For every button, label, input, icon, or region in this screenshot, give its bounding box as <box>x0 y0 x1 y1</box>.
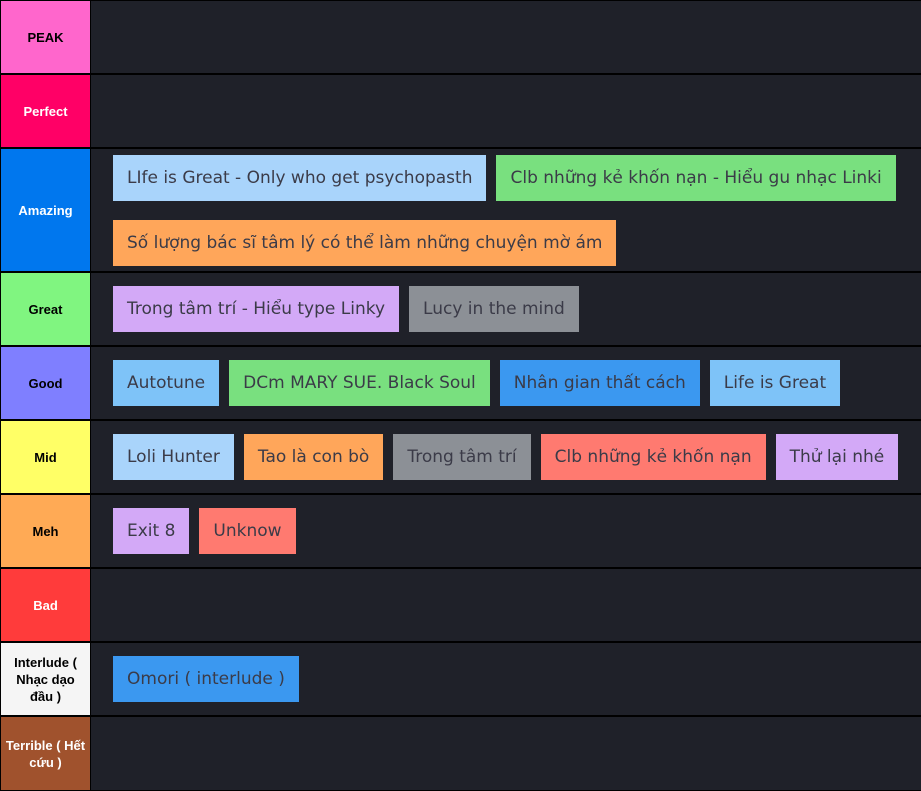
tier-item[interactable]: Unknow <box>199 508 296 554</box>
tier-row-mid: Mid Loli Hunter Tao là con bò Trong tâm … <box>0 421 921 493</box>
tier-label-terrible[interactable]: Terrible ( Hết cứu ) <box>1 717 90 790</box>
tier-row-terrible: Terrible ( Hết cứu ) <box>0 717 921 790</box>
tier-row-perfect: Perfect <box>0 75 921 147</box>
tier-item[interactable]: Autotune <box>113 360 220 406</box>
tier-item[interactable]: LIfe is Great - Only who get psychopasth <box>113 154 487 201</box>
tier-item[interactable]: Trong tâm trí <box>393 434 531 480</box>
tier-label-good[interactable]: Good <box>1 347 90 419</box>
tier-label-great[interactable]: Great <box>1 273 90 345</box>
tier-label-bad[interactable]: Bad <box>1 569 90 641</box>
tier-items-amazing[interactable]: LIfe is Great - Only who get psychopasth… <box>91 149 921 271</box>
tier-item[interactable]: Exit 8 <box>113 508 190 554</box>
tier-item[interactable]: Clb những kẻ khốn nạn <box>540 434 766 480</box>
tier-items-great[interactable]: Trong tâm trí - Hiểu type Linky Lucy in … <box>91 273 921 345</box>
tier-item[interactable]: Life is Great <box>709 360 841 406</box>
tier-row-amazing: Amazing LIfe is Great - Only who get psy… <box>0 149 921 271</box>
tier-item[interactable]: Thử lại nhé <box>775 434 899 480</box>
tier-items-interlude[interactable]: Omori ( interlude ) <box>91 643 921 715</box>
tier-items-meh[interactable]: Exit 8 Unknow <box>91 495 921 567</box>
tier-row-interlude: Interlude ( Nhạc dạo đầu ) Omori ( inter… <box>0 643 921 715</box>
tier-item[interactable]: Tao là con bò <box>243 434 384 480</box>
tier-row-peak: PEAK <box>0 1 921 73</box>
tier-label-interlude[interactable]: Interlude ( Nhạc dạo đầu ) <box>1 643 90 715</box>
tier-label-amazing[interactable]: Amazing <box>1 149 90 271</box>
tier-items-mid[interactable]: Loli Hunter Tao là con bò Trong tâm trí … <box>91 421 921 493</box>
tier-item[interactable]: Omori ( interlude ) <box>113 656 299 702</box>
tier-items-bad[interactable] <box>91 569 921 641</box>
tier-item[interactable]: Lucy in the mind <box>409 286 579 332</box>
tier-item[interactable]: DCm MARY SUE. Black Soul <box>229 360 490 406</box>
tier-item[interactable]: Trong tâm trí - Hiểu type Linky <box>113 286 400 332</box>
tier-label-mid[interactable]: Mid <box>1 421 90 493</box>
tier-label-perfect[interactable]: Perfect <box>1 75 90 147</box>
tier-item[interactable]: Loli Hunter <box>113 434 234 480</box>
tier-items-terrible[interactable] <box>91 717 921 790</box>
tier-label-peak[interactable]: PEAK <box>1 1 90 73</box>
tier-row-bad: Bad <box>0 569 921 641</box>
tier-item[interactable]: Clb những kẻ khốn nạn - Hiểu gu nhạc Lin… <box>496 154 896 201</box>
tier-item[interactable]: Số lượng bác sĩ tâm lý có thể làm những … <box>113 219 617 266</box>
tier-items-perfect[interactable] <box>91 75 921 147</box>
tier-item[interactable]: Nhân gian thất cách <box>499 360 700 406</box>
tier-label-meh[interactable]: Meh <box>1 495 90 567</box>
tier-row-meh: Meh Exit 8 Unknow <box>0 495 921 567</box>
tier-row-great: Great Trong tâm trí - Hiểu type Linky Lu… <box>0 273 921 345</box>
tier-items-good[interactable]: Autotune DCm MARY SUE. Black Soul Nhân g… <box>91 347 921 419</box>
tier-row-good: Good Autotune DCm MARY SUE. Black Soul N… <box>0 347 921 419</box>
tier-items-peak[interactable] <box>91 1 921 73</box>
